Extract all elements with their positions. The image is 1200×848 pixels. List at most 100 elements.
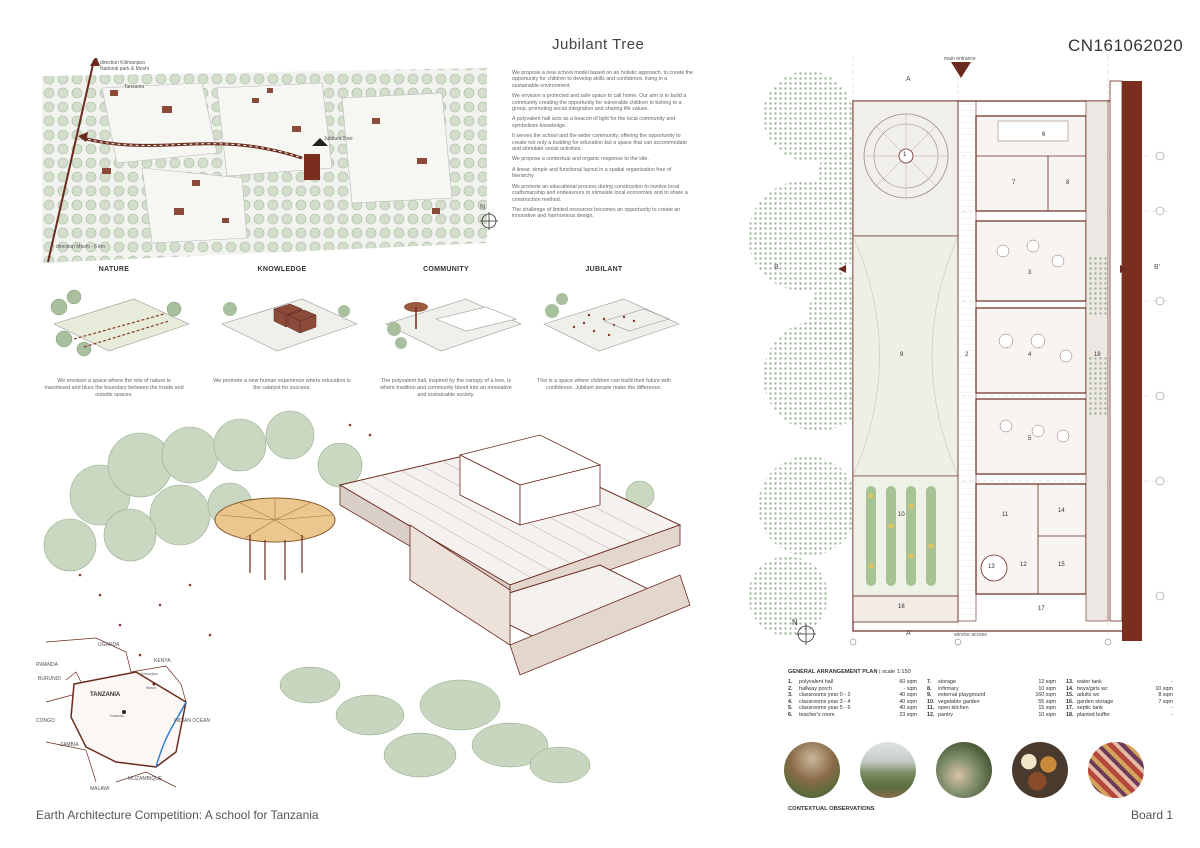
concept-diagram-knowledge — [221, 298, 358, 352]
section-b-prime-label: B' — [1154, 264, 1161, 271]
section-a-label: A — [906, 76, 911, 83]
room-number: 12 — [1020, 562, 1027, 568]
room-number: 9 — [900, 352, 904, 358]
north-label: N — [480, 204, 486, 211]
room-number: 6 — [1042, 132, 1046, 138]
map-label-dodoma: Dodoma — [110, 714, 124, 718]
section-a-prime-label: A' — [906, 630, 913, 637]
room-number: 14 — [1058, 508, 1065, 514]
site-plan-drawing — [42, 56, 492, 268]
concept-diagram-nature — [50, 289, 190, 357]
context-photos — [784, 742, 1174, 802]
room-number: 5 — [1028, 436, 1032, 442]
room-number: 13 — [988, 564, 995, 570]
room-number: 16 — [898, 604, 905, 610]
concept-heading: NATURE — [98, 266, 130, 273]
room-number: 18 — [1094, 352, 1101, 358]
map-label-kenya: KENYA — [154, 658, 171, 664]
service-access-label: service access — [954, 632, 987, 638]
concept-diagram-jubilant — [543, 293, 680, 352]
concept-diagram-community — [385, 298, 522, 352]
schedule-row: 2.hallway porch- sqm — [788, 685, 917, 692]
schedule-row: 13.water tank- — [1066, 679, 1173, 685]
map-label-mozambique: MOZAMBIQUE — [128, 776, 163, 782]
intro-text: We propose a new school model based on a… — [512, 70, 694, 224]
schedule-row: 17.septic tank- — [1066, 705, 1173, 712]
schedule-scale: | scale 1:150 — [879, 669, 911, 675]
north-icon — [796, 624, 816, 645]
contextual-observations-label: CONTEXTUAL OBSERVATIONS — [788, 806, 875, 812]
north-icon — [480, 212, 498, 230]
context-photo-spices — [1012, 742, 1068, 798]
north-arrow-site: N — [478, 204, 500, 232]
concept-text: We envision a space where the role of na… — [44, 378, 184, 398]
section-marker-icon — [838, 265, 846, 273]
concept-knowledge: KNOWLEDGE We promote a new human experie… — [212, 266, 362, 392]
section-b-label: B — [774, 264, 779, 271]
floor-plan-drawing — [748, 56, 1168, 646]
intro-paragraph: We promote an educational process during… — [512, 183, 688, 203]
room-number: 15 — [1058, 562, 1065, 568]
room-number: 11 — [1002, 512, 1009, 518]
site-marker-icon — [312, 138, 328, 146]
site-label-tree: Jubilant Tree — [324, 136, 353, 142]
competition-title: Earth Architecture Competition: A school… — [36, 808, 319, 822]
concept-text: The polyvalent hall, inspired by the can… — [380, 378, 512, 398]
site-label-south-direction: direction Moshi - 6 km — [56, 244, 105, 250]
map-label-uganda: UGANDA — [98, 642, 120, 648]
site-plan: direction Kilimanjaro National park & Mo… — [42, 56, 498, 268]
room-number: 7 — [1012, 180, 1016, 186]
context-photo-village — [784, 742, 840, 798]
site-label-village: Tanzania — [124, 84, 145, 90]
map-label-moshi: Moshi — [146, 686, 156, 690]
tanzania-map-drawing — [45, 637, 187, 788]
room-number: 3 — [1028, 270, 1032, 276]
intro-paragraph: A polyvalent hall acts as a beacon of li… — [512, 116, 676, 129]
board-number: Board 1 — [1131, 808, 1174, 822]
context-photo-textiles — [1088, 742, 1144, 798]
board-title: Jubilant Tree — [552, 36, 645, 53]
map-label-burundi: BURUNDI — [38, 676, 61, 682]
context-photo-community — [936, 742, 992, 798]
concept-heading: KNOWLEDGE — [257, 266, 307, 273]
floor-plan: main entrance service access A A' B B' 1… — [748, 56, 1168, 646]
map-label-congo: CONGO — [36, 718, 55, 724]
axonometric-drawing — [43, 410, 691, 784]
map-label-ocean: INDIAN OCEAN — [174, 718, 211, 724]
concept-heading: JUBILANT — [585, 266, 623, 273]
room-number: 4 — [1028, 352, 1032, 358]
room-number: 1 — [903, 152, 907, 158]
entrance-arrow-icon — [951, 62, 971, 78]
concept-community: COMMUNITY The polyvalent hall, inspired … — [376, 266, 526, 399]
intro-paragraph: It serves the school and the wider commu… — [512, 133, 687, 153]
room-number: 10 — [898, 512, 905, 518]
map-label-kilimanjaro: Kilimanjaro — [140, 672, 158, 676]
intro-paragraph: We propose a new school model based on a… — [512, 70, 693, 89]
intro-paragraph: We envision a protected and safe space t… — [512, 93, 687, 113]
context-photo-landscape — [860, 742, 916, 798]
section-marker-icon — [1120, 265, 1128, 273]
map-label-zambia: ZAMBIA — [60, 742, 79, 748]
room-number: 8 — [1066, 180, 1070, 186]
location-map: UGANDA KENYA RWANDA BURUNDI TANZANIA CON… — [36, 632, 236, 802]
map-label-malawi: MALAWI — [90, 786, 110, 792]
schedule-title: GENERAL ARRANGEMENT PLAN — [788, 669, 878, 675]
intro-paragraph: A linear, simple and functional layout i… — [512, 166, 672, 180]
concept-text: We promote a new human experience where … — [213, 378, 351, 391]
arrangement-schedule: GENERAL ARRANGEMENT PLAN | scale 1:150 1… — [788, 669, 1173, 719]
intro-paragraph: We propose a contextual and organic resp… — [512, 156, 649, 163]
